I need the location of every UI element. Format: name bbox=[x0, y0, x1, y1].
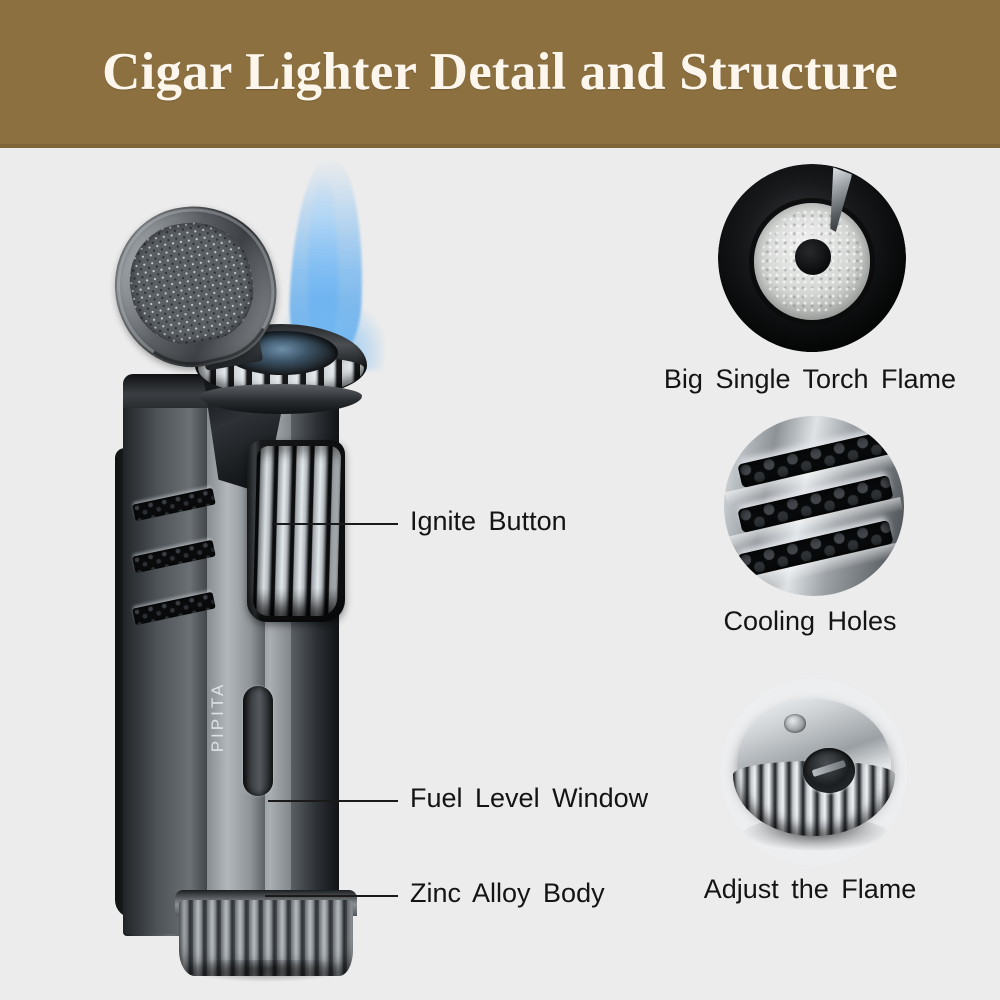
body-left-face bbox=[123, 388, 209, 934]
fuel-window-part bbox=[243, 686, 273, 796]
detail-circle-adjust-flame bbox=[720, 678, 908, 866]
callout-line-ignite-button bbox=[272, 523, 398, 525]
ignite-button-part[interactable] bbox=[247, 440, 345, 622]
base-shadow bbox=[187, 960, 345, 982]
detail-caption-adjust-flame: Adjust the Flame bbox=[703, 874, 917, 904]
callout-label-zinc-alloy-body: Zinc Alloy Body bbox=[410, 878, 605, 908]
detail-cooling-holes: Cooling Holes bbox=[620, 416, 1000, 661]
detail-circle-cooling-holes bbox=[724, 416, 904, 596]
adjust-knob-screw bbox=[783, 713, 807, 733]
flame-adjust-dial[interactable] bbox=[802, 747, 856, 793]
detail-adjust-flame: Adjust the Flame bbox=[620, 678, 1000, 923]
burner-crown-skirt bbox=[200, 384, 362, 414]
detail-circle-torch-flame bbox=[718, 164, 906, 352]
base-knurling bbox=[179, 900, 353, 976]
detail-caption-cooling-holes: Cooling Holes bbox=[723, 606, 897, 636]
product-illustration: PIPITA bbox=[95, 148, 425, 1000]
content-stage: PIPITA Ignite Button Fuel Level Window Z… bbox=[0, 148, 1000, 1000]
detail-caption-torch-flame: Big Single Torch Flame bbox=[663, 364, 957, 394]
brand-logo: PIPITA bbox=[208, 681, 227, 753]
page-title: Cigar Lighter Detail and Structure bbox=[102, 43, 898, 101]
detail-torch-flame: Big Single Torch Flame bbox=[620, 156, 1000, 401]
lid-rim bbox=[101, 192, 289, 380]
callout-label-ignite-button: Ignite Button bbox=[410, 506, 567, 536]
header-banner: Cigar Lighter Detail and Structure bbox=[0, 0, 1000, 148]
ignite-button-ribs bbox=[252, 446, 342, 616]
callout-line-fuel-level-window bbox=[268, 800, 398, 802]
burner-jet-hole bbox=[795, 239, 831, 275]
callout-line-zinc-alloy-body bbox=[265, 895, 398, 897]
callout-label-fuel-level-window: Fuel Level Window bbox=[410, 783, 649, 813]
